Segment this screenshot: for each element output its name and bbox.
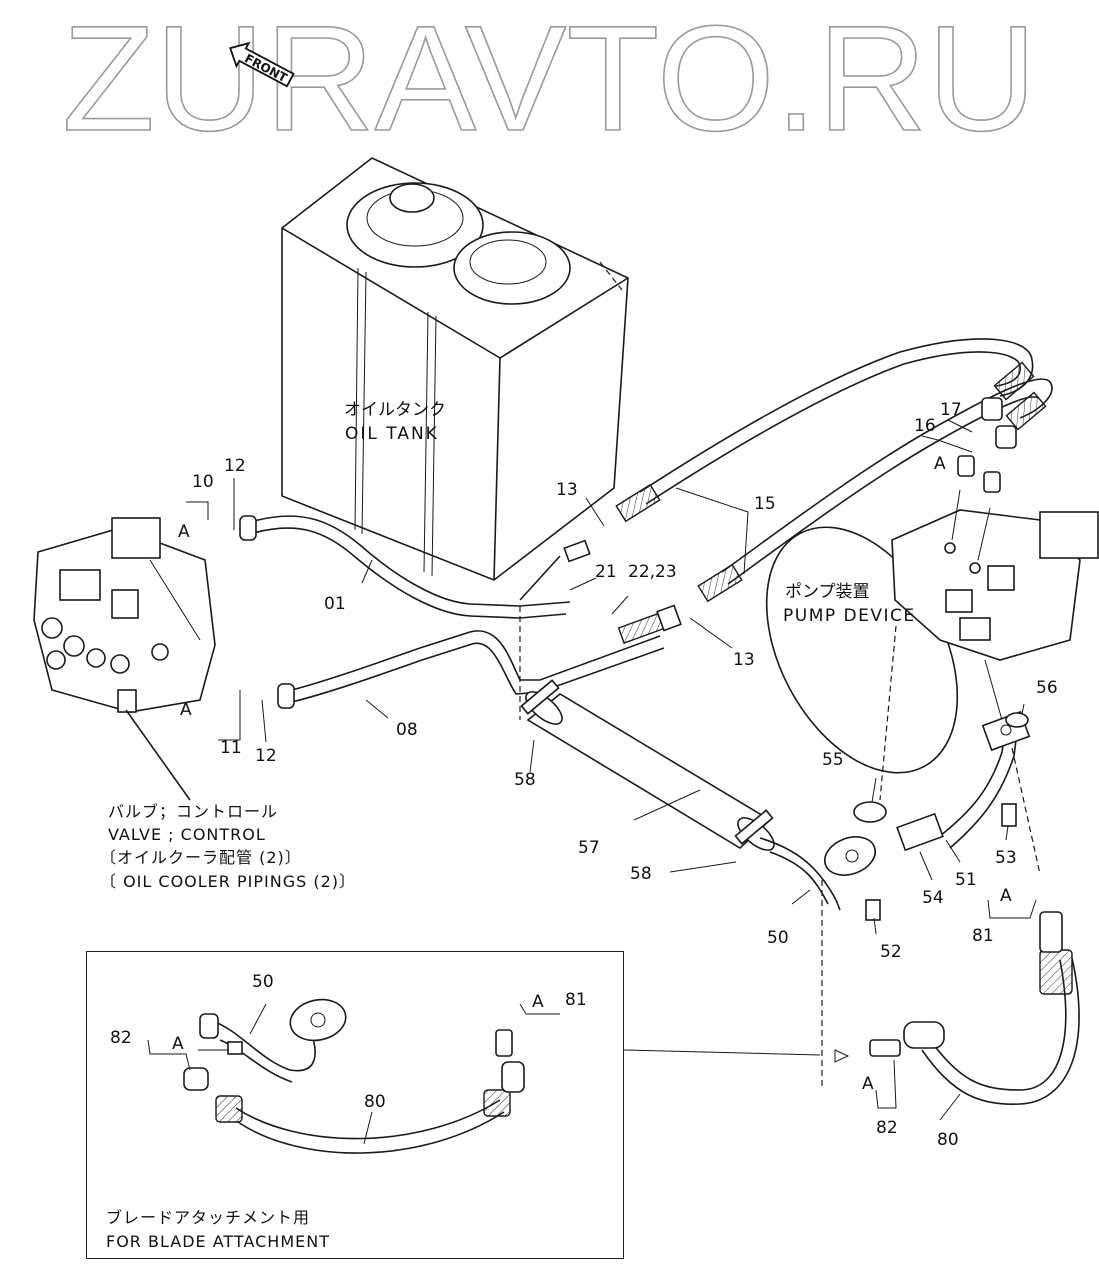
part-number-57: 57 (578, 838, 600, 858)
section-title-en: 〔 OIL COOLER PIPINGS (2)〕 (100, 872, 356, 891)
watermark: ZURAVTO.RU (62, 12, 1038, 142)
part-number-56: 56 (1036, 678, 1058, 698)
part-number-58b: 58 (630, 864, 652, 884)
valve-label-en: VALVE ; CONTROL (108, 825, 266, 844)
ref-a-3: A (934, 454, 946, 474)
pipe-01 (239, 515, 591, 619)
part-number-55: 55 (822, 750, 844, 770)
part-number-50: 50 (767, 928, 789, 948)
part-number-08: 08 (396, 720, 418, 740)
part-number-82: 82 (876, 1118, 898, 1138)
pipe-08 (277, 604, 682, 709)
part-number-80: 80 (937, 1130, 959, 1150)
pump-device (765, 455, 1099, 801)
part-number-17: 17 (940, 400, 962, 420)
inset-part-number-81: 81 (565, 990, 587, 1010)
ring-56 (1005, 712, 1029, 728)
part-number-13b: 13 (733, 650, 755, 670)
ref-a-1: A (178, 522, 190, 542)
valve-label-jp: バルブ；コントロール (108, 802, 279, 821)
part-number-81: 81 (972, 926, 994, 946)
part-number-11: 11 (220, 738, 242, 758)
part-number-15: 15 (754, 494, 776, 514)
hose-80 (623, 911, 1080, 1105)
tank-label-en: OIL TANK (345, 424, 439, 444)
ring-55 (853, 801, 887, 823)
inset-part-number-50: 50 (252, 972, 274, 992)
inset-drawing (183, 998, 525, 1154)
part-number-51: 51 (955, 870, 977, 890)
inset-ref-a-2: A (532, 992, 544, 1012)
pump-label-jp: ポンプ装置 (785, 582, 870, 602)
part-number-12b: 12 (255, 746, 277, 766)
front-arrow-icon: FRONT (229, 41, 295, 88)
inset-part-number-80: 80 (364, 1092, 386, 1112)
inset-label-en: FOR BLADE ATTACHMENT (106, 1232, 330, 1251)
part-number-54: 54 (922, 888, 944, 908)
part-number-58a: 58 (514, 770, 536, 790)
pump-label-en: PUMP DEVICE (783, 606, 916, 626)
part-number-22-23: 22,23 (628, 562, 677, 582)
hoses-15 (615, 338, 1053, 603)
pipe-50 (759, 836, 881, 1090)
part-number-21: 21 (595, 562, 617, 582)
part-number-01: 01 (324, 594, 346, 614)
ref-a-4: A (1000, 886, 1012, 906)
inset-ref-a-1: A (172, 1034, 184, 1054)
control-valve (33, 517, 216, 801)
section-title-jp: 〔オイルクーラ配管 (2)〕 (100, 848, 302, 867)
inset-part-number-82: 82 (110, 1028, 132, 1048)
inset-box (86, 951, 624, 1259)
part-number-52: 52 (880, 942, 902, 962)
oil-cooler (519, 606, 775, 851)
watermark-text: ZURAVTO.RU (62, 12, 1037, 142)
part-number-53: 53 (995, 848, 1017, 868)
tank-label-jp: オイルタンク (344, 400, 446, 420)
part-number-13a: 13 (556, 480, 578, 500)
oil-tank (281, 157, 629, 581)
leader-lines (147, 419, 1037, 1145)
part-number-16: 16 (914, 416, 936, 436)
part-number-10: 10 (192, 472, 214, 492)
ref-a-5: A (862, 1074, 874, 1094)
inset-label-jp: ブレードアタッチメント用 (106, 1208, 311, 1227)
ref-a-2: A (180, 700, 192, 720)
part-number-12a: 12 (224, 456, 246, 476)
